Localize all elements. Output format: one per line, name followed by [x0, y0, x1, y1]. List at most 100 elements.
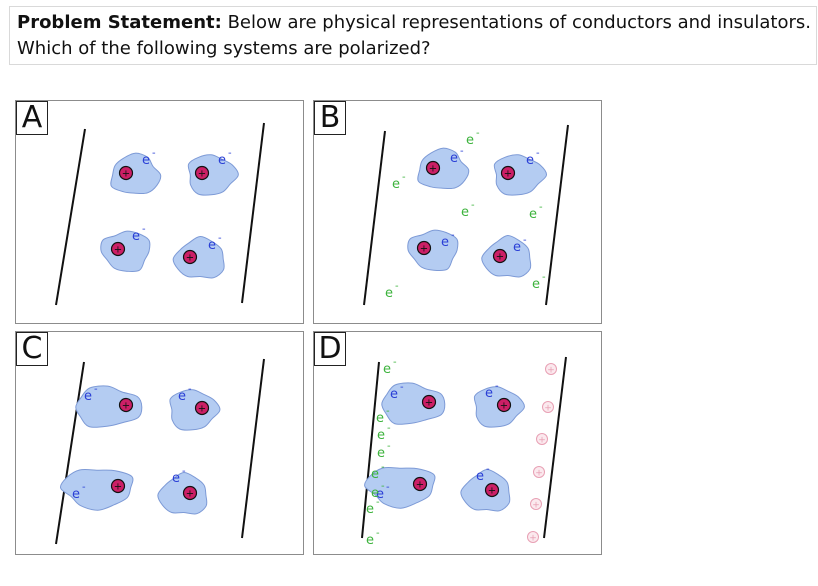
- problem-statement: Problem Statement: Below are physical re…: [9, 6, 817, 65]
- free-electron-symbol-sign: -: [387, 441, 391, 452]
- bound-electron-sign: -: [152, 148, 156, 159]
- bound-electron-sign: -: [460, 146, 464, 157]
- left-plate: [55, 361, 85, 545]
- panel-d: +e- +e- +e- +e- e- e- e- e- e- e- e- e- …: [313, 331, 602, 555]
- atom: +e-: [381, 382, 446, 425]
- nucleus: [496, 397, 512, 413]
- bound-electron: e: [72, 487, 80, 502]
- positive-charge: +: [536, 433, 548, 446]
- free-electron-symbol: e: [366, 502, 374, 517]
- free-electron-symbol: e: [466, 133, 474, 148]
- nucleus: [412, 476, 428, 492]
- positive-charge-circle: [527, 531, 539, 543]
- free-electron: e-: [377, 423, 391, 443]
- problem-heading: Problem Statement:: [17, 12, 222, 33]
- free-electron-symbol: e: [383, 362, 391, 377]
- bound-electron-sign: -: [486, 464, 490, 475]
- panel-d-diagram: +e- +e- +e- +e- e- e- e- e- e- e- e- e- …: [361, 356, 567, 548]
- atom: +e-: [110, 148, 162, 195]
- positive-charge-sign: +: [529, 534, 537, 544]
- nucleus: [194, 400, 210, 416]
- bound-electron-sign: -: [218, 233, 222, 244]
- bound-electron: e: [513, 240, 521, 255]
- free-electron-symbol: e: [366, 533, 374, 548]
- problem-text-line1: Below are physical representations of co…: [227, 12, 811, 33]
- bound-electron: e: [132, 229, 140, 244]
- nucleus-sign: +: [496, 252, 504, 263]
- atom-cloud: [75, 385, 143, 428]
- free-electron-symbol-sign: -: [471, 200, 475, 211]
- free-electron-symbol-sign: -: [393, 357, 397, 368]
- free-electron-symbol-sign: -: [376, 528, 380, 539]
- bound-electron: e: [441, 235, 449, 250]
- nucleus-sign: +: [122, 169, 130, 180]
- atom: +e-: [473, 381, 525, 428]
- atom-cloud: [381, 382, 446, 425]
- panel-a-diagram: +e- +e- +e- +e-: [55, 122, 265, 306]
- atom-cloud: [110, 152, 162, 195]
- nucleus-sign: +: [425, 398, 433, 409]
- bound-electron: e: [178, 389, 186, 404]
- nucleus-sign: +: [114, 245, 122, 256]
- free-electron: e-: [366, 528, 380, 548]
- positive-charge-circle: [533, 466, 545, 478]
- free-electron-symbol-sign: -: [476, 128, 480, 139]
- free-electron-symbol: e: [392, 177, 400, 192]
- panel-label-d: D: [314, 332, 346, 366]
- bound-electron: e: [84, 389, 92, 404]
- atom: +e-: [417, 146, 470, 190]
- nucleus: [118, 165, 134, 181]
- nucleus-sign: +: [416, 480, 424, 491]
- positive-charge-sign: +: [535, 469, 543, 479]
- atom-cloud: [417, 147, 470, 190]
- atom-cloud: [169, 389, 221, 431]
- nucleus-sign: +: [198, 169, 206, 180]
- free-electron: e-: [371, 462, 385, 482]
- atom-cloud: [157, 472, 208, 515]
- nucleus: [425, 160, 441, 176]
- nucleus-sign: +: [504, 169, 512, 180]
- atom-cloud: [407, 229, 459, 272]
- nucleus-sign: +: [114, 482, 122, 493]
- left-plate: [363, 130, 386, 306]
- atom: +e-: [187, 148, 239, 196]
- free-electron: e-: [383, 357, 397, 377]
- atom-cloud: [187, 154, 239, 196]
- nucleus: [110, 241, 126, 257]
- right-plate: [241, 122, 265, 304]
- atom: +e-: [75, 384, 143, 428]
- positive-charge-sign: +: [544, 404, 552, 414]
- free-electron-symbol-sign: -: [539, 202, 543, 213]
- positive-charge-circle: [530, 498, 542, 510]
- free-electron-symbol: e: [371, 486, 379, 501]
- free-electron: e-: [366, 497, 380, 517]
- atom: + e-: [364, 466, 436, 509]
- right-plate: [241, 358, 265, 539]
- free-electron-symbol: e: [532, 277, 540, 292]
- positive-charge: +: [545, 363, 557, 376]
- free-electron-symbol: e: [529, 207, 537, 222]
- panel-a: +e- +e- +e- +e- A: [15, 100, 304, 324]
- positive-charge-sign: +: [547, 366, 555, 376]
- free-electron-symbol-sign: -: [542, 272, 546, 283]
- nucleus: [194, 165, 210, 181]
- bound-electron-sign: -: [386, 482, 390, 493]
- atom: +e-: [460, 464, 511, 512]
- free-electron-symbol-sign: -: [381, 462, 385, 473]
- nucleus: [110, 478, 126, 494]
- nucleus: [500, 165, 516, 181]
- left-plate: [55, 128, 86, 306]
- nucleus-sign: +: [198, 404, 206, 415]
- positive-charge: +: [542, 401, 554, 414]
- positive-charge: +: [527, 531, 539, 544]
- nucleus: [182, 485, 198, 501]
- atom: +e-: [172, 233, 225, 279]
- atom: +e-: [157, 466, 208, 515]
- bound-electron-sign: -: [182, 466, 186, 477]
- atom: +e-: [169, 384, 221, 431]
- positive-charge: +: [533, 466, 545, 479]
- free-electron-symbol: e: [461, 205, 469, 220]
- free-electron-symbol: e: [376, 411, 384, 426]
- free-electron-symbol-sign: -: [402, 172, 406, 183]
- nucleus-sign: +: [186, 253, 194, 264]
